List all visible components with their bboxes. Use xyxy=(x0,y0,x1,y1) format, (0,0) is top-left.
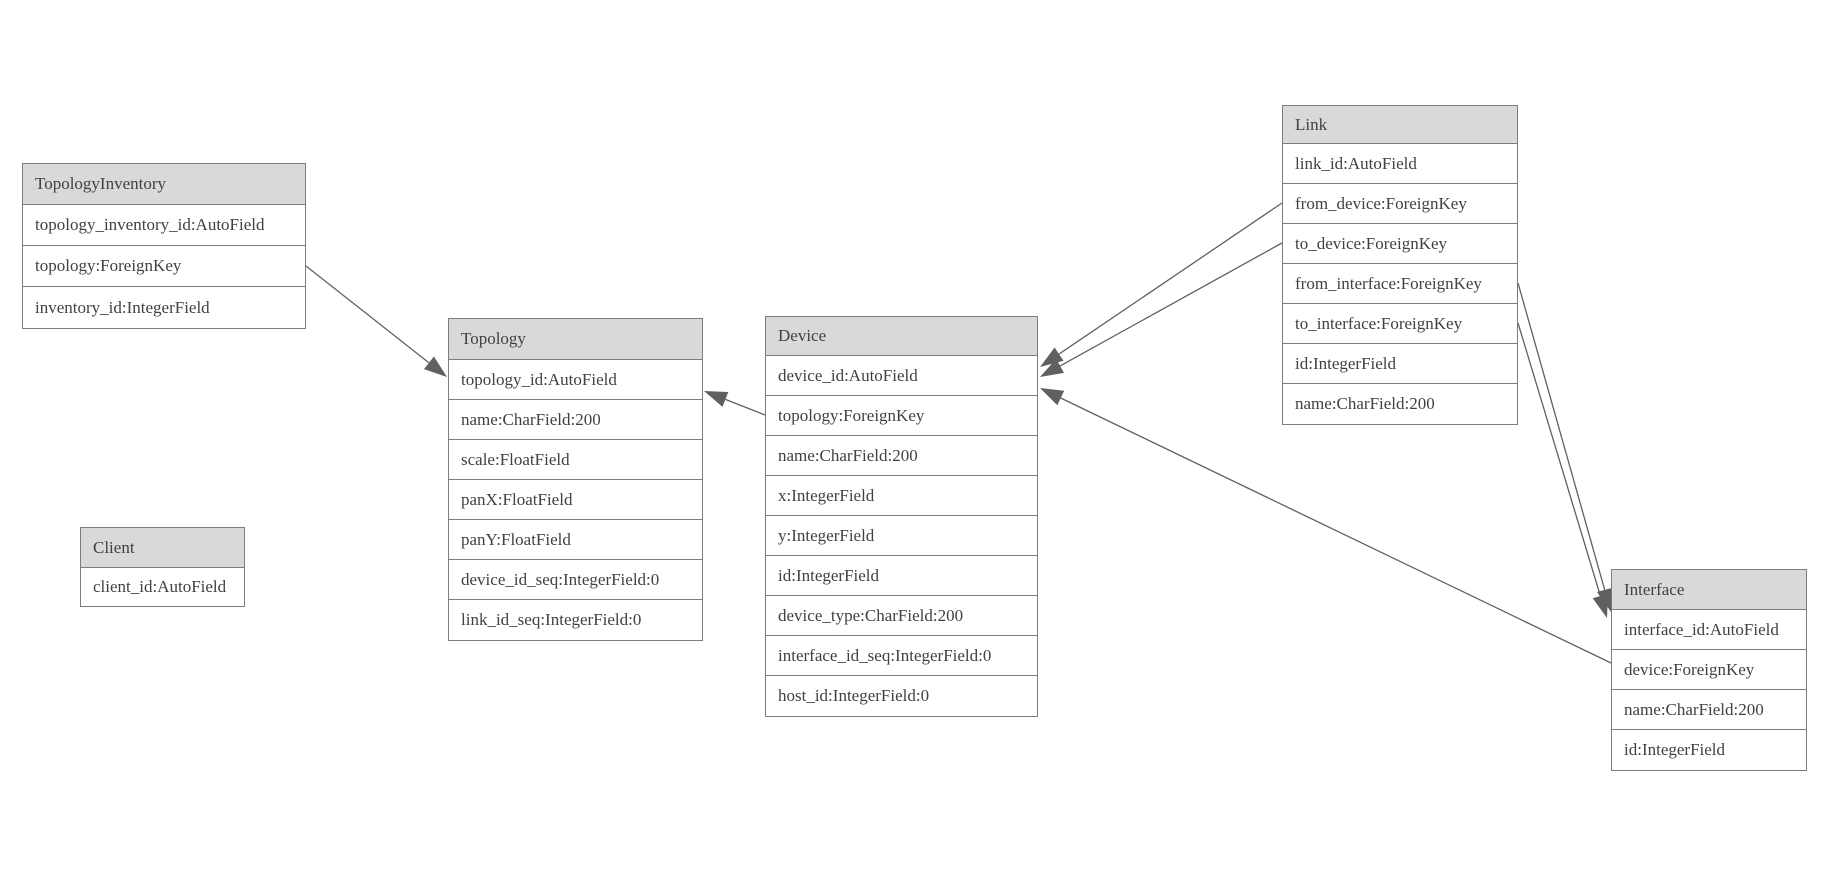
arrowhead-icon xyxy=(424,356,447,377)
relationship-line-interface-device xyxy=(1060,397,1612,664)
entity-field-row: x:IntegerField xyxy=(766,476,1037,516)
entity-field-row: name:CharField:200 xyxy=(1283,384,1517,424)
entity-field-row: from_interface:ForeignKey xyxy=(1283,264,1517,304)
entity-field-row: id:IntegerField xyxy=(766,556,1037,596)
relationship-line-device-topology xyxy=(725,398,766,416)
entity-field-row: topology:ForeignKey xyxy=(23,246,305,287)
entity-field-row: id:IntegerField xyxy=(1612,730,1806,770)
arrowhead-icon xyxy=(1040,388,1065,406)
entity-field-row: panY:FloatField xyxy=(449,520,702,560)
entity-header: TopologyInventory xyxy=(23,164,305,205)
entity-header: Link xyxy=(1283,106,1517,144)
entity-field-row: name:CharField:200 xyxy=(449,400,702,440)
entity-header: Device xyxy=(766,317,1037,356)
entity-field-row: to_interface:ForeignKey xyxy=(1283,304,1517,344)
relationship-line-link-from_device xyxy=(1058,202,1283,355)
entity-field-row: name:CharField:200 xyxy=(766,436,1037,476)
entity-field-row: to_device:ForeignKey xyxy=(1283,224,1517,264)
arrowhead-icon xyxy=(1040,358,1064,377)
entity-field-row: scale:FloatField xyxy=(449,440,702,480)
entity-field-row: interface_id:AutoField xyxy=(1612,610,1806,650)
entity-header: Topology xyxy=(449,319,702,360)
entity-field-row: link_id:AutoField xyxy=(1283,144,1517,184)
entity-field-row: device_id:AutoField xyxy=(766,356,1037,396)
entity-field-row: name:CharField:200 xyxy=(1612,690,1806,730)
entity-field-row: panX:FloatField xyxy=(449,480,702,520)
entity-field-row: inventory_id:IntegerField xyxy=(23,287,305,328)
entity-field-row: client_id:AutoField xyxy=(81,568,244,606)
entity-header: Interface xyxy=(1612,570,1806,610)
entity-field-row: device_type:CharField:200 xyxy=(766,596,1037,636)
relationship-line-topologyinventory-topology xyxy=(305,265,430,364)
entity-field-row: y:IntegerField xyxy=(766,516,1037,556)
relationship-line-link-to_interface xyxy=(1517,322,1602,597)
relationship-line-link-from_interface xyxy=(1517,282,1606,591)
entity-field-row: host_id:IntegerField:0 xyxy=(766,676,1037,716)
entity-field-row: id:IntegerField xyxy=(1283,344,1517,384)
entity-field-row: device:ForeignKey xyxy=(1612,650,1806,690)
entity-field-row: from_device:ForeignKey xyxy=(1283,184,1517,224)
entity-field-row: interface_id_seq:IntegerField:0 xyxy=(766,636,1037,676)
arrowhead-icon xyxy=(704,391,729,407)
entity-field-row: topology_id:AutoField xyxy=(449,360,702,400)
entity-field-row: link_id_seq:IntegerField:0 xyxy=(449,600,702,640)
entity-field-row: topology_inventory_id:AutoField xyxy=(23,205,305,246)
relationship-line-link-to_device xyxy=(1059,242,1283,367)
entity-field-row: topology:ForeignKey xyxy=(766,396,1037,436)
entity-header: Client xyxy=(81,528,244,568)
entity-field-row: device_id_seq:IntegerField:0 xyxy=(449,560,702,600)
arrowhead-icon xyxy=(1592,593,1608,618)
